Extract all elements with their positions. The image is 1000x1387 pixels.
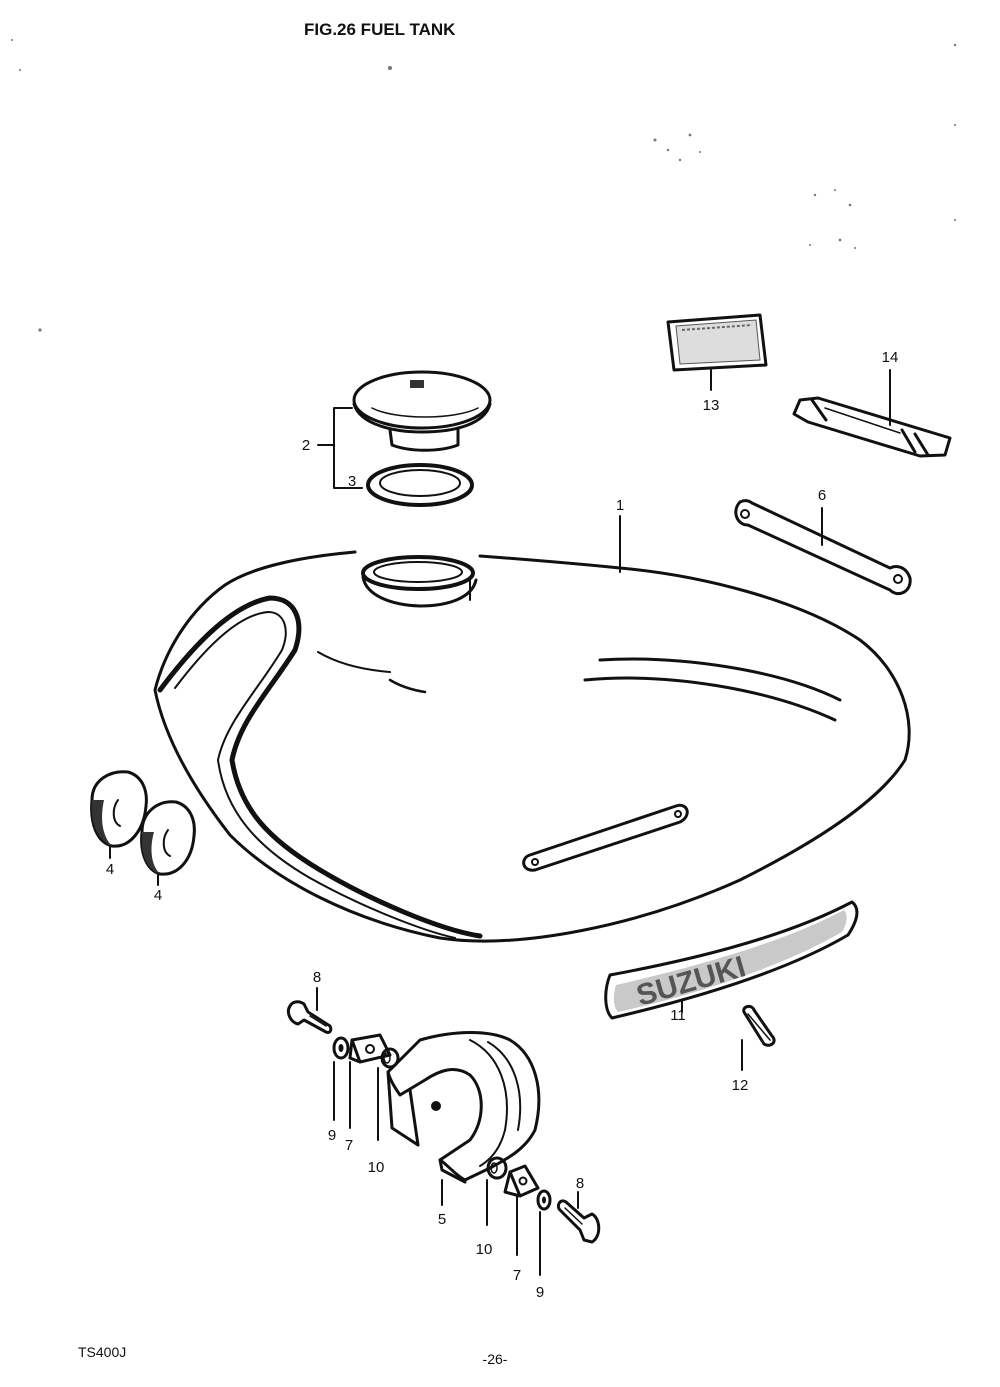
callout-11: 11 xyxy=(670,1007,686,1024)
callout-3: 3 xyxy=(348,473,356,490)
part-8-bolt-b xyxy=(556,1199,601,1244)
callout-8a: 8 xyxy=(313,969,321,986)
callout-2: 2 xyxy=(302,437,310,454)
callout-4a: 4 xyxy=(106,861,114,878)
callout-9b: 9 xyxy=(536,1284,544,1301)
callout-1: 1 xyxy=(616,497,624,514)
callout-10b: 10 xyxy=(476,1241,493,1258)
part-7-nut-plate-b xyxy=(503,1164,540,1198)
part-1-fuel-tank xyxy=(153,550,911,943)
part-13-label-sticker xyxy=(666,313,768,372)
part-14-rubber-strap xyxy=(792,396,952,458)
part-4-tank-cushion-b xyxy=(140,800,196,876)
callout-7b: 7 xyxy=(513,1267,521,1284)
callout-13: 13 xyxy=(703,397,720,414)
part-5-rear-cushion xyxy=(386,1031,541,1184)
part-9-washer-a xyxy=(332,1036,350,1060)
callout-8b: 8 xyxy=(576,1175,584,1192)
part-11-tank-emblem: SUZUKI xyxy=(604,900,859,1020)
part-10-collar-b xyxy=(486,1156,508,1180)
callout-6: 6 xyxy=(818,487,826,504)
callout-7a: 7 xyxy=(345,1137,353,1154)
part-6-tank-bracket xyxy=(734,499,912,595)
callout-14: 14 xyxy=(882,349,899,366)
page-number: -26- xyxy=(483,1351,508,1367)
callout-10a: 10 xyxy=(368,1159,385,1176)
part-8-bolt-a xyxy=(286,1000,333,1034)
part-12-emblem-screw xyxy=(742,1004,776,1047)
emblem-lettering: SUZUKI xyxy=(633,950,749,1013)
scan-noise xyxy=(11,39,957,332)
part-10-collar-a xyxy=(380,1047,400,1069)
callout-12: 12 xyxy=(732,1077,749,1094)
part-3-cap-gasket xyxy=(366,463,474,507)
model-code: TS400J xyxy=(78,1344,126,1360)
part-9-washer-b xyxy=(536,1189,552,1211)
figure-title: FIG.26 FUEL TANK xyxy=(304,20,456,39)
callout-9a: 9 xyxy=(328,1127,336,1144)
leader-2-3-bracket xyxy=(317,407,363,489)
callout-5: 5 xyxy=(438,1211,446,1228)
callout-4b: 4 xyxy=(154,887,162,904)
part-4-tank-cushion-a xyxy=(90,770,148,848)
part-2-fuel-cap xyxy=(352,370,492,452)
